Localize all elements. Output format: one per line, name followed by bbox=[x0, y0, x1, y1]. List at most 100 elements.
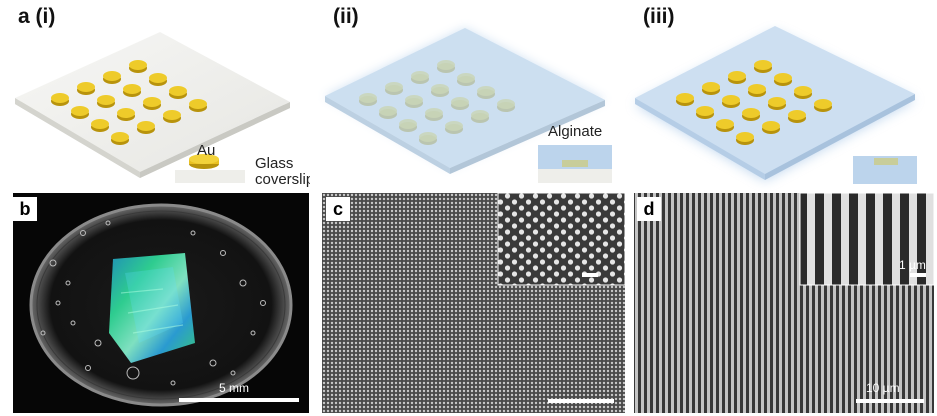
bubble bbox=[230, 370, 236, 376]
bubble bbox=[220, 250, 226, 256]
disc bbox=[419, 132, 437, 142]
bubble bbox=[190, 230, 196, 236]
bubble bbox=[209, 359, 217, 367]
bubble bbox=[126, 366, 140, 380]
bubble bbox=[65, 280, 71, 286]
disc bbox=[379, 106, 397, 116]
bubble bbox=[49, 259, 57, 267]
bubble bbox=[80, 230, 86, 236]
disc bbox=[754, 60, 772, 70]
disc bbox=[431, 84, 449, 94]
disc bbox=[788, 110, 806, 120]
disc bbox=[169, 86, 187, 96]
disc bbox=[477, 86, 495, 96]
panel-a-i-label: a (i) bbox=[18, 5, 56, 28]
panel-c-sem-image bbox=[322, 193, 625, 413]
disc bbox=[425, 108, 443, 118]
bubble bbox=[94, 339, 102, 347]
disc bbox=[111, 132, 129, 142]
disc bbox=[742, 108, 760, 118]
disc bbox=[405, 95, 423, 105]
bubble bbox=[85, 365, 91, 371]
disc bbox=[696, 106, 714, 116]
au-glass-legend: Au Glass coverslip bbox=[175, 142, 310, 188]
bubble bbox=[170, 380, 176, 386]
disc bbox=[129, 60, 147, 70]
bubble bbox=[105, 220, 111, 226]
disc bbox=[143, 97, 161, 107]
alginate-legend: Alginate bbox=[538, 123, 612, 183]
disc bbox=[676, 93, 694, 103]
disc bbox=[103, 71, 121, 81]
disc bbox=[748, 84, 766, 94]
panel-b-photo: 5 mm bbox=[13, 193, 309, 413]
disc bbox=[762, 121, 780, 131]
panel-a-ii-label: (ii) bbox=[333, 5, 359, 28]
coverslip-label: coverslip bbox=[255, 171, 310, 188]
disc bbox=[814, 99, 832, 109]
disc bbox=[149, 73, 167, 83]
alginate-label: Alginate bbox=[548, 123, 602, 140]
iridescent-sample bbox=[109, 253, 195, 363]
bubble bbox=[260, 300, 266, 306]
disc bbox=[411, 71, 429, 81]
bubble bbox=[250, 330, 256, 336]
disc bbox=[163, 110, 181, 120]
disc bbox=[728, 71, 746, 81]
disc bbox=[71, 106, 89, 116]
disc bbox=[189, 99, 207, 109]
panel-d-scale-text: 10 µm bbox=[866, 381, 900, 395]
panel-d-label: d bbox=[637, 197, 661, 221]
glass-label: Glass bbox=[255, 155, 293, 172]
disc bbox=[123, 84, 141, 94]
au-disc-array bbox=[51, 60, 207, 145]
disc bbox=[794, 86, 812, 96]
disc bbox=[768, 97, 786, 107]
au-label: Au bbox=[197, 142, 215, 159]
disc bbox=[497, 99, 515, 109]
panel-b-scale-bar bbox=[179, 398, 299, 402]
panel-d-inset bbox=[800, 193, 934, 285]
panel-a-iii-label: (iii) bbox=[643, 5, 675, 28]
panel-c-inset bbox=[498, 193, 625, 285]
panel-d-sem-image: 1 µm 10 µm bbox=[634, 193, 934, 413]
bubble bbox=[70, 320, 76, 326]
panel-c-label: c bbox=[326, 197, 350, 221]
panel-a-iii-diagram bbox=[635, 26, 917, 184]
disc bbox=[736, 132, 754, 142]
disc bbox=[137, 121, 155, 131]
disc bbox=[716, 119, 734, 129]
panel-a-ii-diagram: Alginate bbox=[325, 28, 612, 183]
alginate-only-legend bbox=[853, 156, 917, 184]
panel-b-label: b bbox=[13, 197, 37, 221]
disc bbox=[359, 93, 377, 103]
bubble bbox=[40, 330, 46, 336]
disc bbox=[471, 110, 489, 120]
bubble-field bbox=[40, 220, 266, 386]
disc bbox=[445, 121, 463, 131]
panel-a-i-diagram: Au Glass coverslip bbox=[15, 32, 310, 188]
panel-d-inset-scale-bar bbox=[910, 273, 926, 277]
disc bbox=[51, 93, 69, 103]
panel-d-scale-bar bbox=[856, 399, 924, 403]
disc bbox=[702, 82, 720, 92]
disc bbox=[457, 73, 475, 83]
panel-c-scale-bar bbox=[548, 399, 614, 403]
disc bbox=[774, 73, 792, 83]
disc bbox=[77, 82, 95, 92]
disc bbox=[385, 82, 403, 92]
disc bbox=[117, 108, 135, 118]
disc bbox=[91, 119, 109, 129]
disc bbox=[399, 119, 417, 129]
bubble bbox=[239, 279, 247, 287]
bubble bbox=[55, 300, 61, 306]
au-disc-array-on-alginate bbox=[676, 60, 832, 145]
panel-b-scale-text: 5 mm bbox=[219, 381, 249, 395]
panel-c-inset-scale-bar bbox=[582, 273, 598, 277]
disc bbox=[722, 95, 740, 105]
disc bbox=[97, 95, 115, 105]
panel-d-inset-scale-text: 1 µm bbox=[899, 258, 926, 272]
disc bbox=[437, 60, 455, 70]
embedded-disc-array bbox=[359, 60, 515, 145]
